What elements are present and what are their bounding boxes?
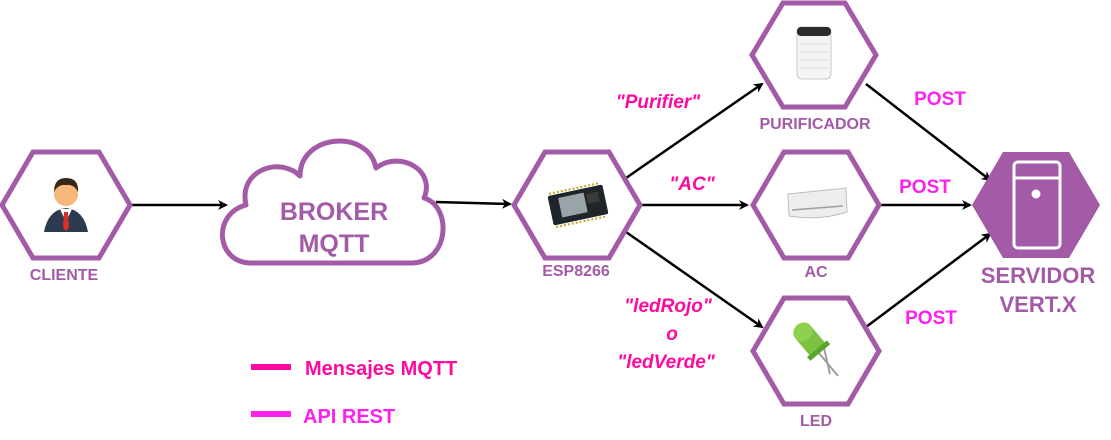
cliente-label: CLIENTE <box>30 267 99 284</box>
legend-swatch-mqtt <box>251 364 291 370</box>
node-led[interactable]: LED <box>750 295 882 430</box>
edge-label-led-line3: "ledVerde" <box>617 352 716 373</box>
microcontroller-board-icon <box>547 181 609 229</box>
post-label-purificador: POST <box>914 89 966 110</box>
cloud-icon <box>219 138 446 266</box>
node-purificador[interactable]: PURIFICADOR <box>749 0 879 133</box>
air-purifier-icon <box>796 26 832 80</box>
server-icon <box>1012 160 1062 250</box>
node-ac[interactable]: AC <box>750 149 882 281</box>
arrow-esp-to-purificador <box>625 82 764 180</box>
servidor-label-line1: SERVIDOR <box>981 263 1096 288</box>
mqtt-topic-labels: "Purifier" "AC" "ledRojo" o "ledVerde" <box>616 92 716 373</box>
purificador-label: PURIFICADOR <box>759 116 871 133</box>
broker-label-line1: BROKER <box>280 198 388 226</box>
arrow-purificador-to-servidor <box>865 83 992 182</box>
led-label: LED <box>800 413 832 430</box>
edge-label-led-line1: "ledRojo" <box>624 296 713 317</box>
node-broker[interactable]: BROKER MQTT <box>219 138 446 266</box>
legend-label-mqtt: Mensajes MQTT <box>305 358 457 380</box>
legend-label-rest: API REST <box>303 406 395 428</box>
post-label-led: POST <box>905 308 957 329</box>
node-cliente[interactable]: CLIENTE <box>0 149 133 284</box>
esp-label: ESP8266 <box>542 263 610 280</box>
legend-swatch-rest <box>251 411 291 417</box>
user-icon <box>44 178 88 232</box>
edge-label-ac: "AC" <box>669 174 715 195</box>
arrow-led-to-servidor <box>865 232 992 328</box>
legend: Mensajes MQTT API REST <box>251 358 457 428</box>
node-esp8266[interactable]: ESP8266 <box>511 149 643 280</box>
arrow-esp-to-led <box>625 230 764 329</box>
post-label-ac: POST <box>899 177 951 198</box>
node-servidor[interactable]: SERVIDOR VERT.X <box>972 152 1100 317</box>
servidor-hexagon <box>972 152 1100 258</box>
connections <box>132 82 992 329</box>
edge-label-purifier: "Purifier" <box>616 92 702 113</box>
edge-label-led-line2: o <box>666 324 678 345</box>
ac-label: AC <box>804 264 828 281</box>
arrow-broker-to-esp <box>435 198 512 209</box>
led-icon <box>793 322 839 377</box>
servidor-label-line2: VERT.X <box>999 292 1076 317</box>
broker-label-line2: MQTT <box>299 230 370 258</box>
air-conditioner-icon <box>787 187 848 219</box>
rest-post-labels: POST POST POST <box>899 89 966 329</box>
